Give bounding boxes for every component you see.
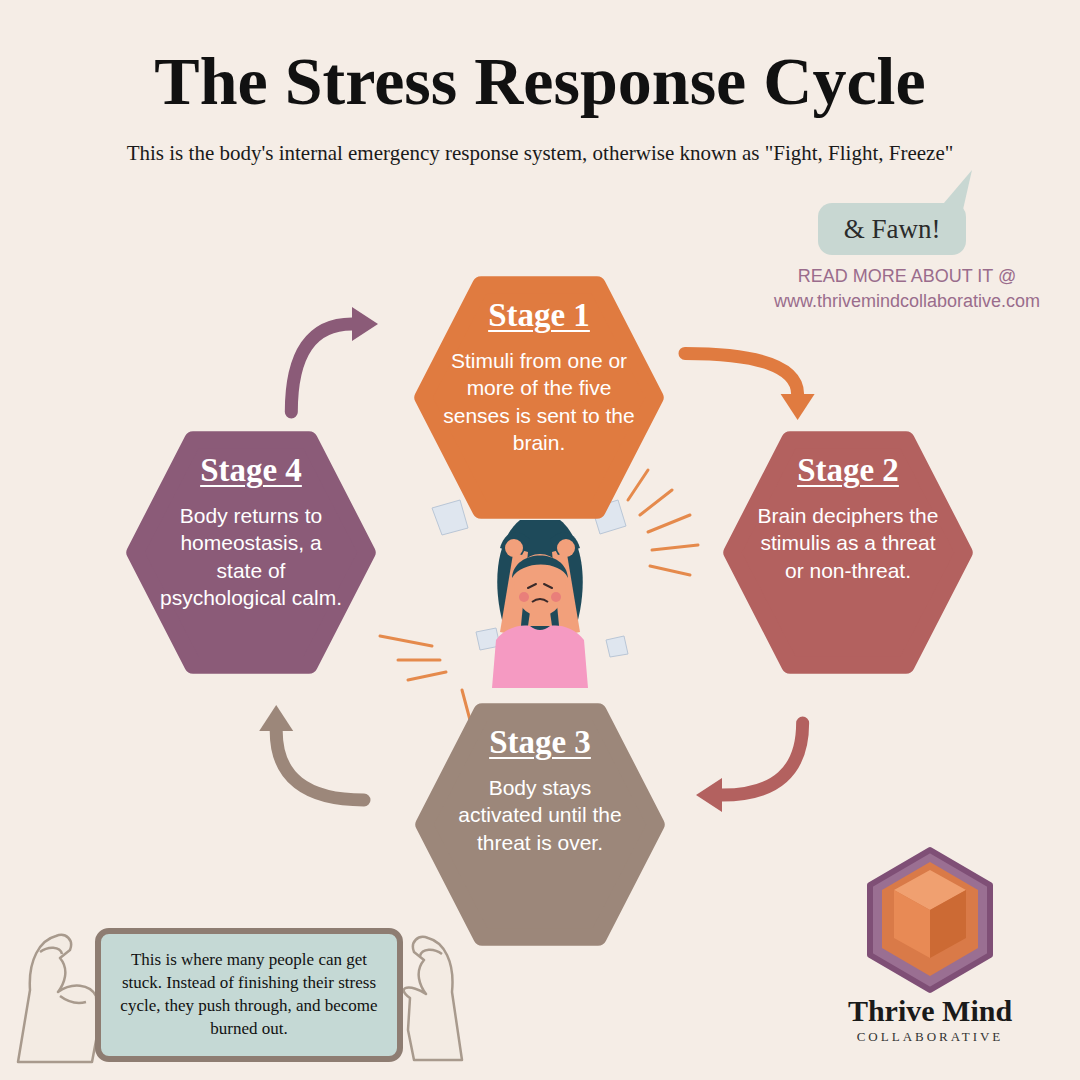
stage-content: Stage 3 Body stays activated until the th… xyxy=(414,702,666,866)
title: The Stress Response Cycle xyxy=(0,44,1080,119)
hexagon-outline xyxy=(135,440,367,665)
arrow-line xyxy=(685,353,798,394)
arrow-head xyxy=(352,307,378,341)
callout-box: This is where many people can get stuck.… xyxy=(95,928,403,1062)
arrow-line xyxy=(722,723,803,795)
hexagon-outline xyxy=(732,440,964,665)
stage-hexagon: Stage 4 Body returns to homeostasis, a st… xyxy=(125,430,377,675)
stressed-woman xyxy=(492,520,588,688)
hexagon-outline xyxy=(423,285,655,510)
stage-heading: Stage 3 xyxy=(444,724,636,762)
stage-content: Stage 1 Stimuli from one or more of the f… xyxy=(413,275,665,466)
hexagon-outline xyxy=(424,712,656,937)
stage-hexagon: Stage 1 Stimuli from one or more of the f… xyxy=(413,275,665,520)
stage-heading: Stage 2 xyxy=(752,452,944,490)
arrow-head xyxy=(696,778,722,812)
cycle-arrow xyxy=(685,353,815,420)
arrow-line xyxy=(291,324,352,412)
stage-content: Stage 4 Body returns to homeostasis, a st… xyxy=(125,430,377,621)
link-note: READ MORE ABOUT IT @ www.thrivemindcolla… xyxy=(752,264,1062,314)
stage-text: Body stays activated until the threat is… xyxy=(444,774,636,856)
flexing-arm xyxy=(404,937,462,1060)
stage-text: Brain deciphers the stimulis as a threat… xyxy=(752,502,944,584)
bubble-text: & Fawn! xyxy=(844,214,941,245)
flexing-arm xyxy=(18,935,98,1062)
cycle-arrow xyxy=(291,307,378,412)
logo-mark xyxy=(870,850,990,990)
arrow-line xyxy=(276,731,364,800)
stage-heading: Stage 1 xyxy=(443,297,635,335)
logo-subname: COLLABORATIVE xyxy=(820,1030,1040,1044)
stage-heading: Stage 4 xyxy=(155,452,347,490)
callout-text: This is where many people can get stuck.… xyxy=(113,949,385,1041)
speech-bubble: & Fawn! xyxy=(818,203,966,255)
cycle-arrow xyxy=(259,705,364,800)
stage-hexagon: Stage 3 Body stays activated until the th… xyxy=(414,702,666,947)
arrow-head xyxy=(259,705,293,731)
subtitle: This is the body's internal emergency re… xyxy=(20,140,1060,167)
stage-text: Body returns to homeostasis, a state of … xyxy=(155,502,347,611)
stage-hexagon: Stage 2 Brain deciphers the stimulis as a… xyxy=(722,430,974,675)
stage-text: Stimuli from one or more of the five sen… xyxy=(443,347,635,456)
cycle-arrow xyxy=(696,723,803,812)
stage-content: Stage 2 Brain deciphers the stimulis as a… xyxy=(722,430,974,594)
arrow-head xyxy=(781,394,815,420)
logo-name: Thrive Mind xyxy=(820,994,1040,1027)
